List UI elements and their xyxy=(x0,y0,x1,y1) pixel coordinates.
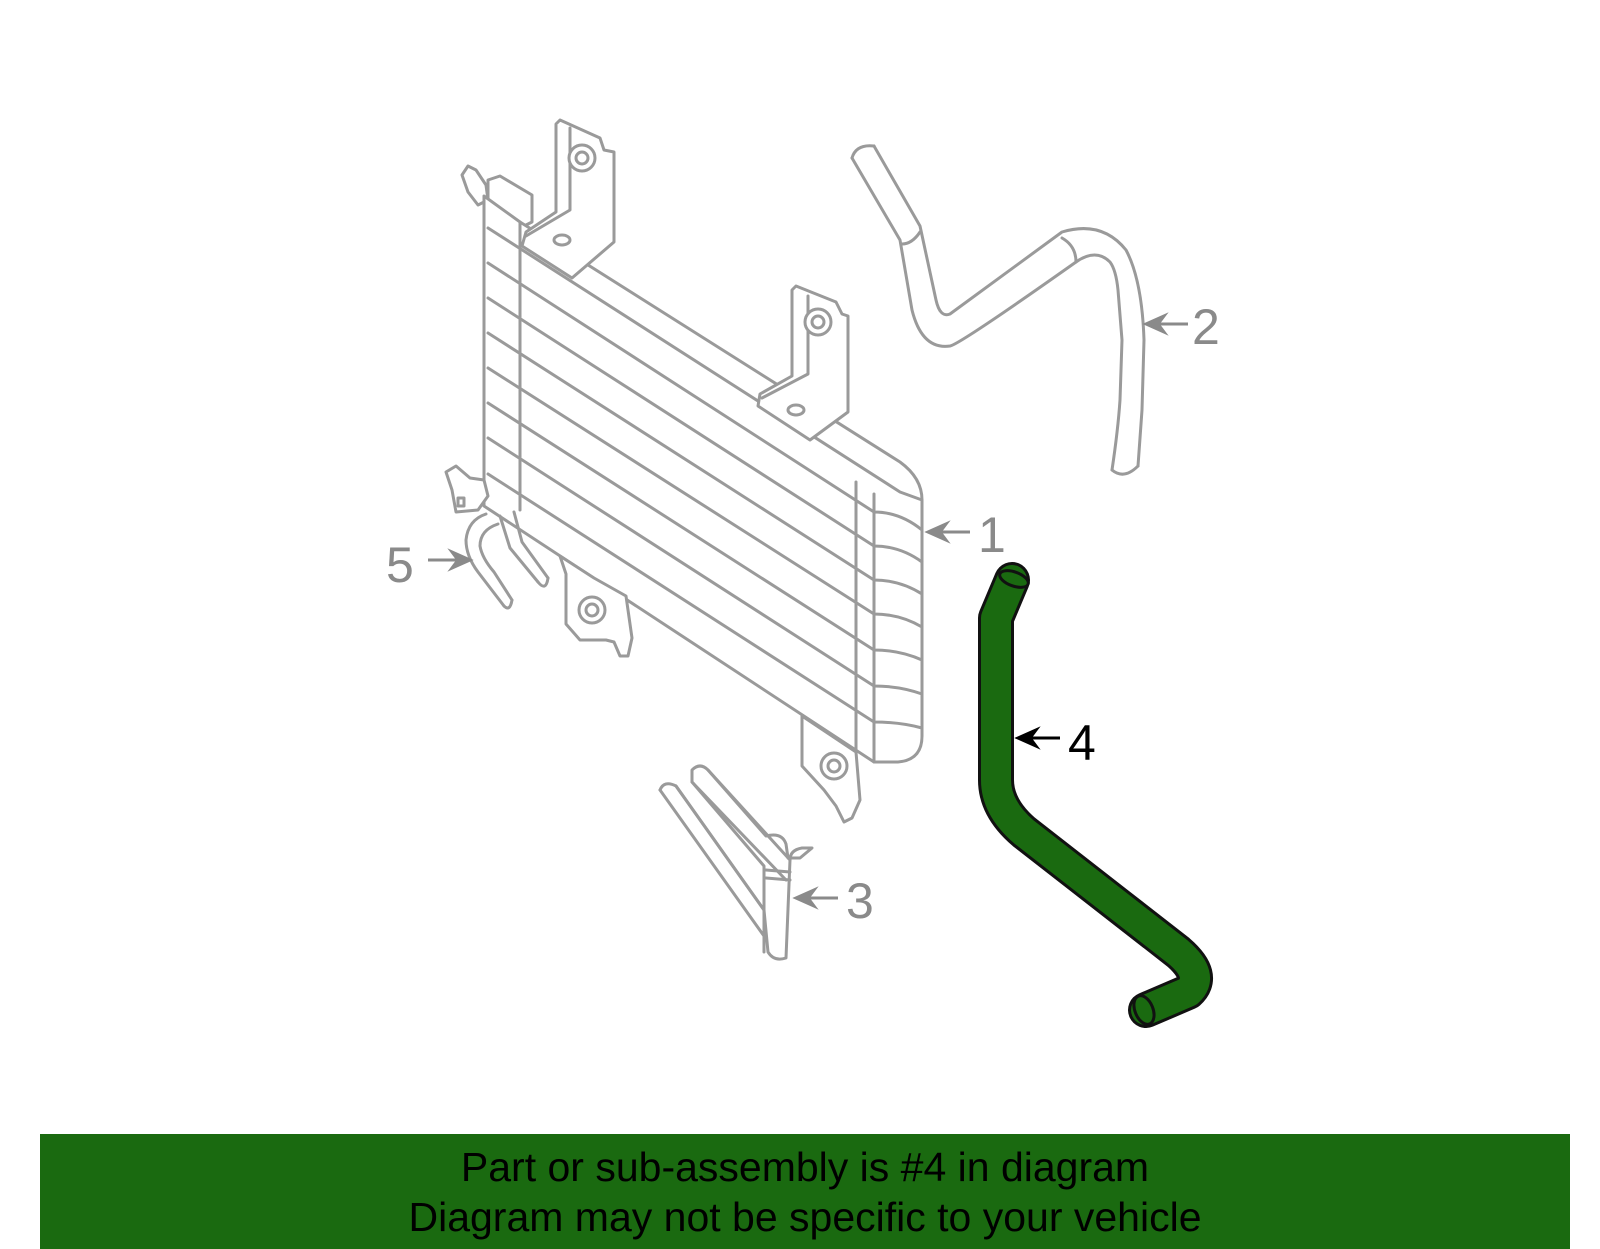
callout-4[interactable]: 4 xyxy=(1014,715,1096,771)
banner-line-2: Diagram may not be specific to your vehi… xyxy=(408,1194,1202,1240)
hose-4-end-bottom xyxy=(1132,994,1156,1026)
callout-1[interactable]: 1 xyxy=(924,507,1006,563)
hose-5-outline-a xyxy=(464,512,506,608)
callout-2[interactable]: 2 xyxy=(1142,299,1220,355)
cooler-body xyxy=(482,194,924,764)
hose-4-end-top xyxy=(998,569,1030,589)
callout-4-arrow xyxy=(1014,726,1060,750)
cooler-plates xyxy=(486,220,924,764)
part-3-tube[interactable] xyxy=(658,764,814,961)
part-5-hose[interactable] xyxy=(464,510,550,610)
callout-5-arrow xyxy=(428,548,474,572)
callout-1-arrow xyxy=(924,520,970,544)
part-4-hose[interactable] xyxy=(978,562,1213,1028)
cooler-top-bracket-1 xyxy=(520,118,616,280)
part-1-oil-cooler[interactable] xyxy=(444,118,924,824)
callout-2-label: 2 xyxy=(1192,299,1220,355)
callout-4-label: 4 xyxy=(1068,715,1096,771)
callout-2-arrow xyxy=(1142,312,1188,336)
callout-3-arrow xyxy=(792,886,838,910)
hose-4-fill xyxy=(981,565,1210,1025)
hose-2-outline-a xyxy=(850,156,1124,472)
hose-2-outline-b xyxy=(872,144,1146,468)
callout-3-label: 3 xyxy=(846,873,874,929)
hose-5-outline-b xyxy=(478,522,514,602)
callout-1-label: 1 xyxy=(978,507,1006,563)
callout-5-label: 5 xyxy=(386,537,414,593)
info-banner: Part or sub-assembly is #4 in diagram Di… xyxy=(40,1134,1570,1249)
part-2-hose[interactable] xyxy=(850,144,1146,476)
callout-5[interactable]: 5 xyxy=(386,537,474,593)
banner-line-1: Part or sub-assembly is #4 in diagram xyxy=(460,1144,1150,1190)
cooler-side-clip xyxy=(444,464,490,514)
callout-3[interactable]: 3 xyxy=(792,873,874,929)
